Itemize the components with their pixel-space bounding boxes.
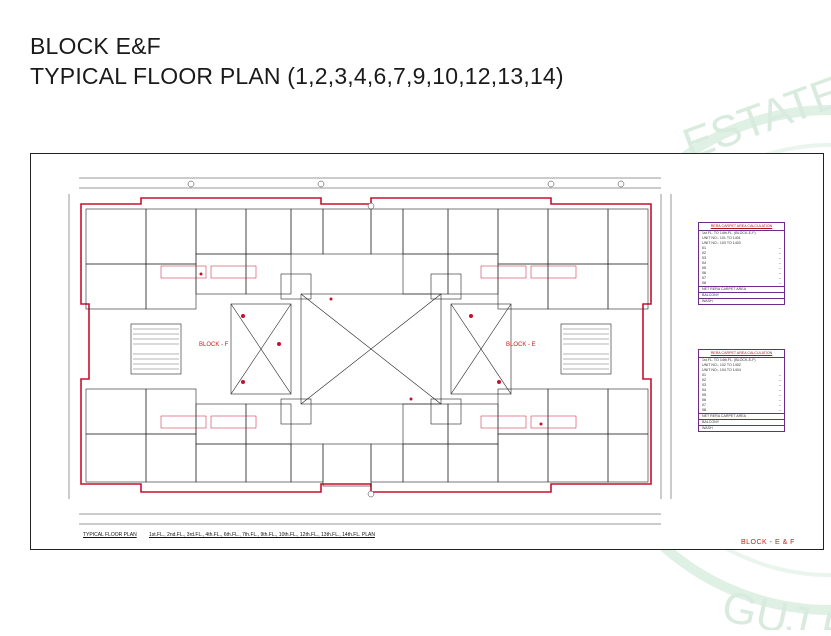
table-title: RERA CARPET AREA CALCULATION <box>699 223 784 231</box>
wash-label: WASH <box>699 298 784 304</box>
table-row: 07-- <box>702 276 781 280</box>
wash-label: WASH <box>699 425 784 431</box>
title-line-1: BLOCK E&F <box>30 33 161 59</box>
table-sub-units: UNIT NO:- 103 TO 1403 <box>702 241 741 245</box>
table-title: RERA CARPET AREA CALCULATION <box>699 350 784 358</box>
rera-area-table-2: RERA CARPET AREA CALCULATION 1st.FL. TO … <box>698 349 785 432</box>
drawing-sheet: BLOCK - F BLOCK - E TYPICAL FLOOR PLAN 1… <box>30 153 824 550</box>
watermark-seal: ESTATE R GUJ R <box>575 52 831 630</box>
title-line-2: TYPICAL FLOOR PLAN (1,2,3,4,6,7,9,10,12,… <box>30 63 564 89</box>
table-row: 02-- <box>702 251 781 255</box>
table-row: 03-- <box>702 383 781 387</box>
table-row: 04-- <box>702 388 781 392</box>
rera-area-table-1: RERA CARPET AREA CALCULATION 1st.FL. TO … <box>698 222 785 305</box>
watermark-text: ESTATE R <box>677 52 831 169</box>
block-f-label: BLOCK - F <box>199 342 229 348</box>
block-tag: BLOCK - E & F <box>741 539 795 546</box>
balcony-label: BALCONY <box>699 419 784 425</box>
table-row: 02-- <box>702 378 781 382</box>
table-row: 08-- <box>702 281 781 285</box>
net-area-label: NET RERA CARPET AREA <box>699 286 784 292</box>
table-row: 04-- <box>702 261 781 265</box>
watermark-text-bottom: GUJ R <box>718 582 831 630</box>
table-row: 06-- <box>702 271 781 275</box>
table-row: 05-- <box>702 393 781 397</box>
table-row: 01-- <box>702 373 781 377</box>
table-row: 01-- <box>702 246 781 250</box>
table-row: 03-- <box>702 256 781 260</box>
table-subtitle: 1st.FL. TO 14th.FL. (BLOCK-E-F) <box>702 358 756 362</box>
table-sub-units: UNIT NO:- 104 TO 1404 <box>702 368 741 372</box>
floor-plan-drawing <box>68 177 672 525</box>
table-row: 05-- <box>702 266 781 270</box>
footer-floor-levels: 1st.FL., 2nd.FL., 3rd.FL., 4th.FL., 6th.… <box>149 532 375 538</box>
table-subtitle: 1st.FL. TO 14th.FL. (BLOCK-E-F) <box>702 231 756 235</box>
table-units: UNIT NO:- 102 TO 1402 <box>702 363 741 367</box>
table-row: 08-- <box>702 408 781 412</box>
balcony-label: BALCONY <box>699 292 784 298</box>
block-e-label: BLOCK - E <box>506 342 536 348</box>
table-row: 07-- <box>702 403 781 407</box>
table-row: 06-- <box>702 398 781 402</box>
footer-plan-label: TYPICAL FLOOR PLAN <box>83 532 137 538</box>
table-units: UNIT NO:- 101 TO 1401 <box>702 236 741 240</box>
net-area-label: NET RERA CARPET AREA <box>699 413 784 419</box>
